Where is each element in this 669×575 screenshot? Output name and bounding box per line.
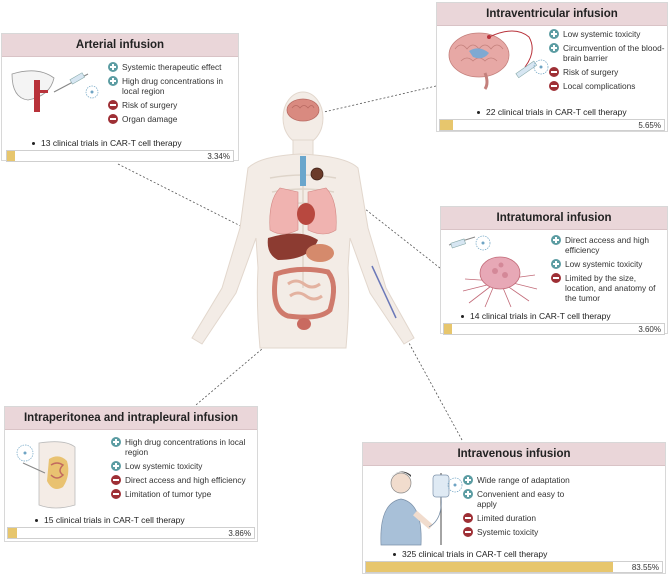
bar-fill	[440, 120, 453, 130]
minus-icon	[108, 114, 118, 124]
arterial-items: Systemic therapeutic effect High drug co…	[108, 62, 236, 128]
trial-share-bar: 3.34%	[6, 150, 234, 162]
minus-icon	[549, 81, 559, 91]
trials-count: 325 clinical trials in CAR-T cell therap…	[393, 549, 547, 559]
minus-icon	[551, 273, 561, 283]
human-body-figure	[191, 91, 415, 349]
trial-share-bar: 3.60%	[443, 323, 665, 335]
plus-icon	[463, 489, 473, 499]
tumor-icon	[310, 167, 324, 181]
pro-item: Low systemic toxicity	[551, 259, 667, 269]
trial-share-bar: 83.55%	[365, 561, 663, 573]
panel-title: Intraperitonea and intrapleural infusion	[5, 407, 257, 430]
pro-item: Wide range of adaptation	[463, 475, 573, 485]
intratumoral-infusion-panel: Intratumoral infusion Direct access and …	[440, 206, 668, 335]
plus-icon	[111, 437, 121, 447]
pro-item: Low systemic toxicity	[549, 29, 667, 39]
con-item: Direct access and high efficiency	[111, 475, 255, 485]
intestines-icon	[272, 266, 336, 320]
con-item: Systemic toxicity	[463, 527, 573, 537]
intraperitoneal-items: High drug concentrations in local region…	[111, 437, 255, 503]
plus-icon	[551, 235, 561, 245]
trial-share-bar: 5.65%	[439, 119, 665, 131]
intratumoral-items: Direct access and high efficiency Low sy…	[551, 235, 667, 307]
connector-intraventricular	[323, 85, 437, 113]
con-item: Limited by the size, location, and anato…	[551, 273, 667, 303]
lungs-icon	[269, 187, 337, 235]
con-item: Limitation of tumor type	[111, 489, 255, 499]
plus-icon	[549, 29, 559, 39]
minus-icon	[108, 100, 118, 110]
pro-item: Direct access and high efficiency	[551, 235, 667, 255]
intravenous-infusion-panel: Intravenous infusion Wide range of adapt…	[362, 442, 666, 574]
con-item: Local complications	[549, 81, 667, 91]
intravenous-items: Wide range of adaptation Convenient and …	[463, 475, 573, 541]
minus-icon	[549, 67, 559, 77]
pro-item: High drug concentrations in local region	[111, 437, 255, 457]
pro-item: Circumvention of the blood-brain barrier	[549, 43, 667, 63]
small-intestine-icon	[287, 279, 323, 301]
arterial-infusion-panel: Arterial infusion Systemic therapeutic e…	[1, 33, 239, 162]
panel-title: Intratumoral infusion	[441, 207, 667, 230]
pro-item: High drug concentrations in local region	[108, 76, 236, 96]
heart-icon	[297, 203, 315, 225]
plus-icon	[551, 259, 561, 269]
panel-title: Intraventricular infusion	[437, 3, 667, 26]
iv-patient-illustration	[380, 471, 463, 546]
pro-item: Convenient and easy to apply	[463, 489, 573, 509]
con-item: Risk of surgery	[108, 100, 236, 110]
bar-fill	[366, 562, 614, 572]
con-item: Risk of surgery	[549, 67, 667, 77]
bladder-icon	[297, 318, 311, 330]
bar-fill	[7, 151, 15, 161]
trials-count: 22 clinical trials in CAR-T cell therapy	[477, 107, 627, 117]
pro-item: Systemic therapeutic effect	[108, 62, 236, 72]
trials-count: 15 clinical trials in CAR-T cell therapy	[35, 515, 185, 525]
tumor-injection-illustration	[448, 235, 538, 308]
con-item: Limited duration	[463, 513, 573, 523]
minus-icon	[463, 527, 473, 537]
plus-icon	[108, 62, 118, 72]
bar-fill	[444, 324, 452, 334]
stomach-icon	[306, 244, 334, 262]
trials-count: 13 clinical trials in CAR-T cell therapy	[32, 138, 182, 148]
plus-icon	[549, 43, 559, 53]
arm-vein-icon	[371, 265, 397, 319]
con-item: Organ damage	[108, 114, 236, 124]
plus-icon	[463, 475, 473, 485]
minus-icon	[111, 489, 121, 499]
minus-icon	[111, 475, 121, 485]
plus-icon	[111, 461, 121, 471]
abdomen-injection-illustration	[16, 441, 76, 509]
trial-share-bar: 3.86%	[7, 527, 255, 539]
liver-artery-illustration	[11, 70, 99, 112]
trachea-icon	[300, 156, 306, 186]
intraventricular-items: Low systemic toxicity Circumvention of t…	[549, 29, 667, 95]
panel-title: Intravenous infusion	[363, 443, 665, 466]
trials-count: 14 clinical trials in CAR-T cell therapy	[461, 311, 611, 321]
minus-icon	[463, 513, 473, 523]
intraventricular-infusion-panel: Intraventricular infusion Low systemic t…	[436, 2, 668, 132]
pro-item: Low systemic toxicity	[111, 461, 255, 471]
brain-catheter-illustration	[448, 30, 549, 90]
intraperitoneal-infusion-panel: Intraperitonea and intrapleural infusion…	[4, 406, 258, 542]
liver-icon	[267, 233, 318, 260]
bar-fill	[8, 528, 18, 538]
plus-icon	[108, 76, 118, 86]
brain-icon	[286, 98, 320, 122]
panel-title: Arterial infusion	[2, 34, 238, 57]
